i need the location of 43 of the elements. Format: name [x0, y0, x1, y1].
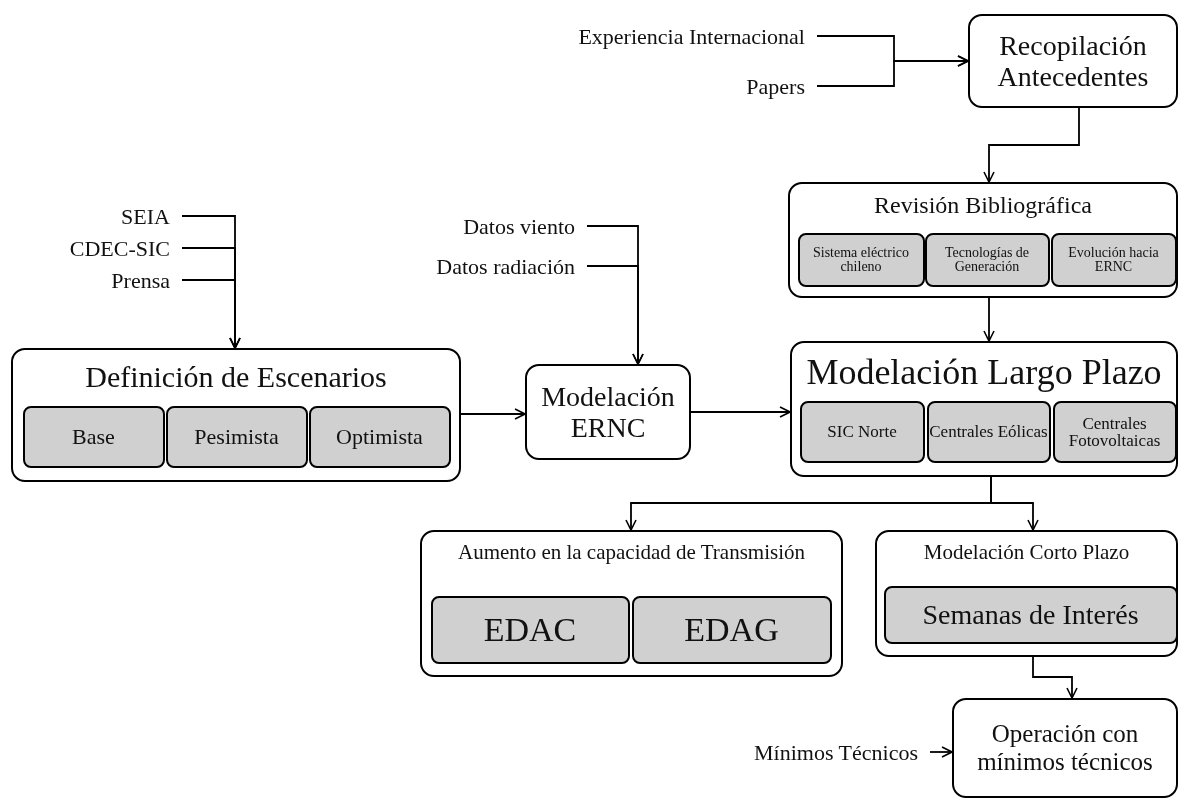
group-title: Modelación Corto Plazo — [922, 541, 1131, 565]
input-label: Experiencia Internacional — [500, 22, 805, 52]
subprocess-box: Centrales Eólicas — [926, 400, 1051, 463]
process-group — [11, 348, 461, 482]
input-label: Papers — [700, 72, 805, 102]
process-box: Modelación ERNC — [525, 364, 691, 460]
subprocess-box: Centrales Fotovoltaicas — [1052, 400, 1177, 463]
input-label: CDEC-SIC — [40, 234, 170, 264]
subprocess-box: Base — [22, 405, 165, 468]
group-title: Revisión Bibliográfica — [873, 192, 1093, 219]
arrow — [929, 746, 953, 758]
process-group — [790, 341, 1178, 477]
arrow — [690, 406, 791, 418]
arrow — [983, 107, 1080, 183]
arrow — [460, 408, 526, 420]
process-box: Operación con mínimos técnicos — [952, 698, 1178, 798]
subprocess-box: Tecnologías de Generación — [924, 232, 1050, 287]
subprocess-box: EDAC — [430, 595, 630, 664]
arrow — [586, 265, 644, 365]
subprocess-box: Evolución hacia ERNC — [1050, 232, 1177, 287]
arrow — [181, 279, 241, 349]
subprocess-box: EDAG — [631, 595, 832, 664]
input-label: Mínimos Técnicos — [700, 738, 918, 768]
arrow — [1032, 656, 1078, 699]
group-title: Aumento en la capacidad de Transmisión — [457, 541, 806, 565]
subprocess-box: Sistema eléctrico chileno — [797, 232, 925, 287]
input-label: SEIA — [60, 202, 170, 232]
process-group — [788, 182, 1178, 298]
arrow — [983, 297, 995, 342]
group-title: Modelación Largo Plazo — [805, 353, 1163, 393]
input-label: Datos radiación — [380, 252, 575, 282]
subprocess-box: SIC Norte — [799, 400, 925, 463]
group-title: Definición de Escenarios — [84, 360, 388, 393]
subprocess-box: Semanas de Interés — [883, 585, 1178, 644]
arrow — [816, 55, 969, 87]
arrow — [990, 476, 1039, 531]
input-label: Datos viento — [380, 212, 575, 242]
process-group — [420, 530, 843, 677]
subprocess-box: Pesimista — [165, 405, 308, 468]
process-box: Recopilación Antecedentes — [968, 14, 1178, 108]
subprocess-box: Optimista — [308, 405, 451, 468]
input-label: Prensa — [60, 266, 170, 296]
process-group — [875, 530, 1178, 657]
